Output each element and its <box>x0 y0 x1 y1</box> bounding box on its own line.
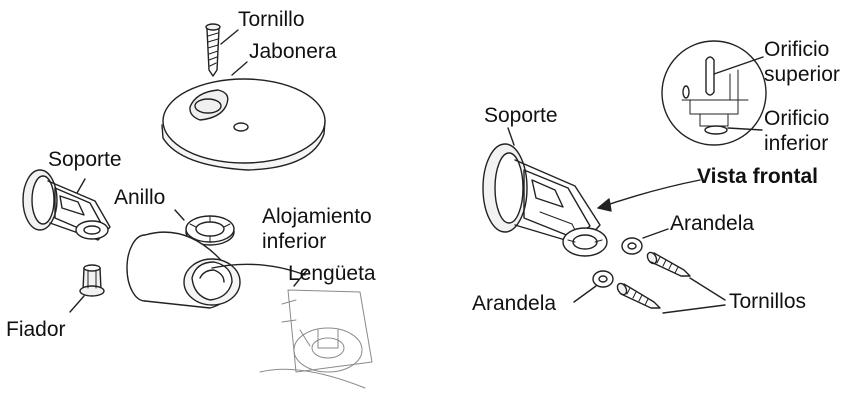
label-tornillo: Tornillo <box>238 8 305 31</box>
leader-tornillo <box>220 29 239 45</box>
label-soporte-left: Soporte <box>48 148 122 171</box>
leader-jabonera <box>231 61 248 76</box>
label-arandela-left: Arandela <box>472 292 557 315</box>
leader-arandela-left <box>573 285 597 303</box>
label-orificio-inferior-line2: inferior <box>764 132 829 155</box>
washer-part-lower <box>592 270 614 288</box>
label-tornillos: Tornillos <box>729 290 807 313</box>
lengueta-detail-inset <box>259 289 373 389</box>
vista-frontal-arrowhead <box>597 198 612 212</box>
screw-part-upper-right <box>646 251 691 277</box>
label-arandela-right: Arandela <box>670 212 755 235</box>
label-orificio-superior-line2: superior <box>764 63 840 86</box>
label-orificio-inferior-line1: Orificio <box>764 107 830 130</box>
bracket-part-right <box>482 143 608 257</box>
ring-part <box>185 215 235 246</box>
screw-part <box>205 23 221 77</box>
leader-lengueta <box>293 269 308 287</box>
label-soporte-right: Soporte <box>484 104 558 127</box>
leader-arandela-right <box>642 228 669 239</box>
label-fiador: Fiador <box>6 318 66 341</box>
bracket-part-left <box>22 169 111 241</box>
soap-dish-part <box>161 78 326 171</box>
leader-orificio-inferior <box>727 127 763 131</box>
leader-anillo <box>174 209 185 221</box>
label-anillo: Anillo <box>114 186 166 209</box>
leader-orificio-superior <box>713 56 764 75</box>
label-vista-frontal: Vista frontal <box>697 165 818 188</box>
label-orificio-superior-line1: Orificio <box>764 38 830 61</box>
label-jabonera: Jabonera <box>249 40 337 63</box>
screw-part-lower-right <box>616 282 661 309</box>
front-view-circle <box>661 40 767 146</box>
washer-part-upper <box>621 237 643 255</box>
leader-soporte-left <box>76 178 86 194</box>
lower-housing-part <box>126 231 241 309</box>
leader-tornillos-lower <box>662 304 726 314</box>
label-alojamiento-line2: inferior <box>262 230 327 253</box>
leader-alojamiento <box>211 263 306 276</box>
fiador-part <box>79 264 105 297</box>
label-alojamiento-line1: Alojamiento <box>262 205 372 228</box>
vista-frontal-arrow <box>597 179 701 209</box>
leader-tornillos-upper <box>689 277 726 301</box>
leader-fiador <box>69 295 85 313</box>
leader-soporte-right <box>507 127 515 146</box>
label-lengueta: Lengüeta <box>288 262 376 285</box>
